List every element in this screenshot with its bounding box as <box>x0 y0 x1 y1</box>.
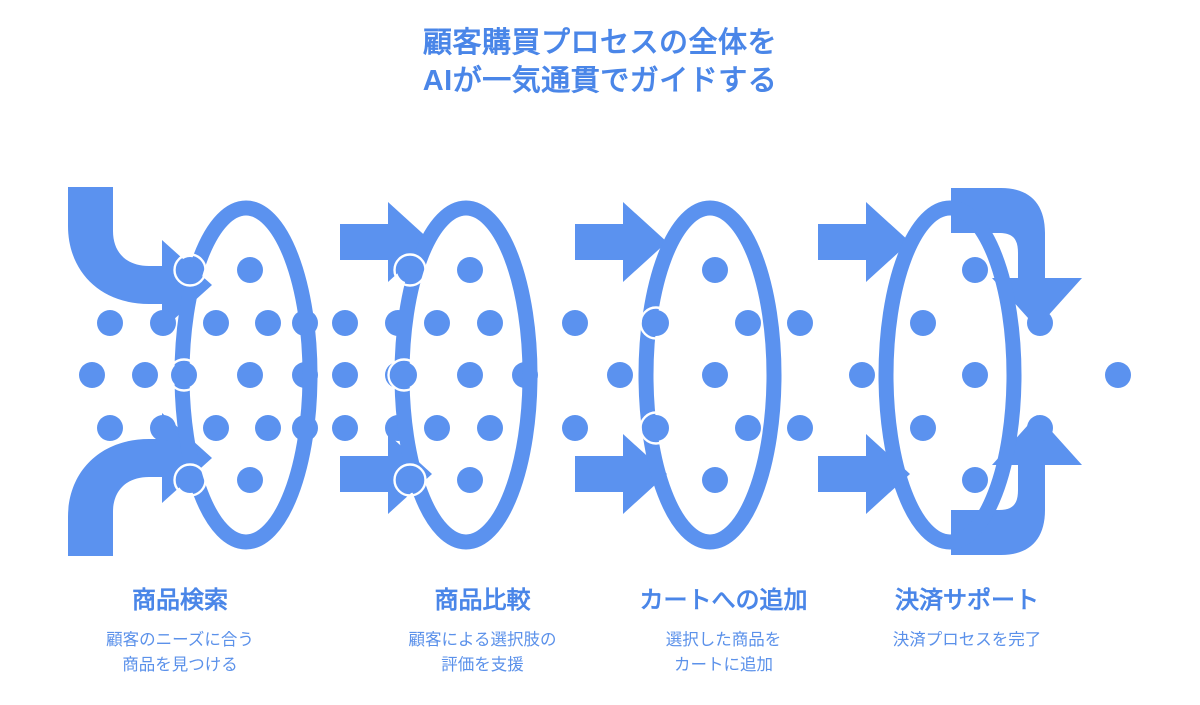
stage-desc-line-2: 商品を見つける <box>122 655 238 674</box>
stage-add-to-cart: カートへの追加 選択した商品を カートに追加 <box>605 586 842 701</box>
stage-desc-product-comparison: 顧客による選択肢の 評価を支援 <box>360 628 605 678</box>
stage-product-search: 商品検索 顧客のニーズに合う 商品を見つける <box>0 586 360 701</box>
stage-desc-checkout-support: 決済プロセスを完了 <box>842 628 1092 653</box>
exit-arrow-top <box>951 188 1082 328</box>
entry-arrow-bottom <box>68 413 212 556</box>
connector-arrow-2-bottom <box>575 434 667 514</box>
stage-title-checkout-support: 決済サポート <box>895 587 1039 614</box>
page-title: 顧客購買プロセスの全体を AIが一気通貫でガイドする <box>0 24 1200 101</box>
stage-desc-add-to-cart: 選択した商品を カートに追加 <box>605 628 842 678</box>
stage-desc-line-2: カートに追加 <box>674 655 773 674</box>
stage-product-comparison: 商品比較 顧客による選択肢の 評価を支援 <box>360 586 605 701</box>
stage-desc-product-search: 顧客のニーズに合う 商品を見つける <box>0 628 360 678</box>
stage-title-product-comparison: 商品比較 <box>434 587 531 614</box>
stage-checkout-support: 決済サポート 決済プロセスを完了 <box>842 586 1092 701</box>
stage-desc-line-1: 選択した商品を <box>665 631 782 649</box>
funnel-pipeline-diagram <box>0 160 1200 580</box>
stage-desc-line-2: 評価を支援 <box>441 655 524 674</box>
stage-title-add-to-cart: カートへの追加 <box>639 587 808 614</box>
stage-desc-line-1: 決済プロセスを完了 <box>892 631 1042 649</box>
stage-desc-line-1: 顧客による選択肢の <box>408 631 557 649</box>
title-line-1: 顧客購買プロセスの全体を <box>422 27 777 59</box>
stage-title-product-search: 商品検索 <box>132 587 228 614</box>
customer-dot-field <box>79 257 1131 493</box>
entry-arrow-top <box>68 187 212 330</box>
funnel-ring-3 <box>638 200 782 550</box>
connector-arrow-2-top <box>575 202 667 282</box>
title-line-2: AIが一気通貫でガイドする <box>422 65 778 98</box>
stage-caption-row: 商品検索 顧客のニーズに合う 商品を見つける 商品比較 顧客による選択肢の 評価… <box>0 586 1200 701</box>
stage-desc-line-1: 顧客のニーズに合う <box>106 631 254 649</box>
funnel-ring-4 <box>878 200 1022 550</box>
connector-arrow-3-top <box>818 202 910 282</box>
